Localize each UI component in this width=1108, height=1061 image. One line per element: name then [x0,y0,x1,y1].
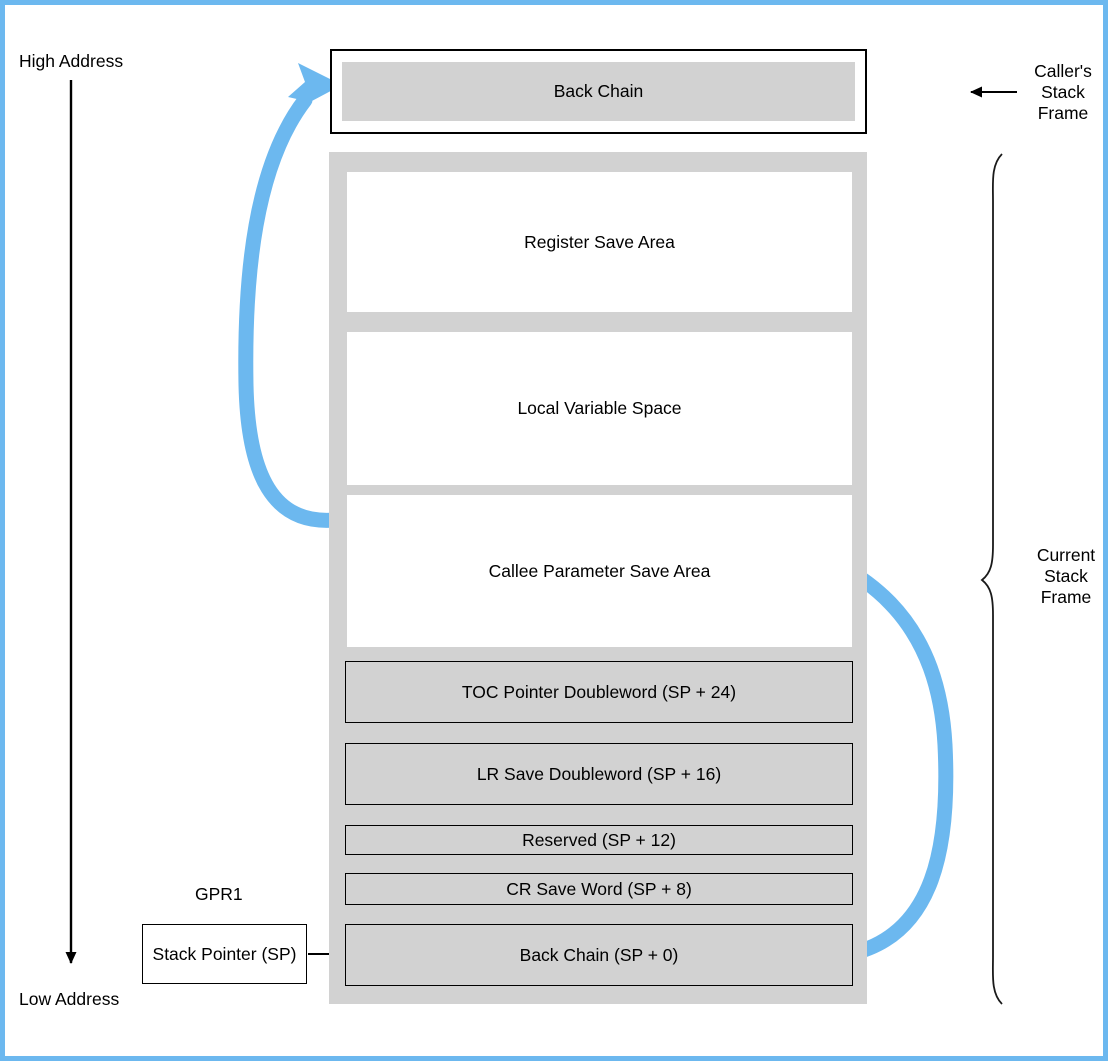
caller-back-chain-slot: Back Chain [342,62,855,121]
current-frame-brace [980,153,1003,1005]
slot-callee-parameter-save-area: Callee Parameter Save Area [347,495,852,647]
slot-reserved: Reserved (SP + 12) [345,825,853,855]
low-address-label: Low Address [19,989,120,1009]
callers-label-line-1: Caller's [1034,61,1092,81]
slot-lr-save-doubleword: LR Save Doubleword (SP + 16) [345,743,853,805]
slot-back-chain-sp0: Back Chain (SP + 0) [345,924,853,986]
slot-register-save-area: Register Save Area [347,172,852,312]
slot-cr-save-word: CR Save Word (SP + 8) [345,873,853,905]
stack-pointer-box: Stack Pointer (SP) [142,924,307,984]
slot-toc-pointer-doubleword: TOC Pointer Doubleword (SP + 24) [345,661,853,723]
current-label-line-3: Frame [1040,587,1092,607]
current-label-line-1: Current [1036,545,1096,565]
current-label-line-2: Stack [1044,566,1088,586]
gpr1-label: GPR1 [195,884,243,904]
slot-local-variable-space: Local Variable Space [347,332,852,485]
callers-label-line-3: Frame [1037,103,1089,123]
callers-label-line-2: Stack [1041,82,1085,102]
high-address-label: High Address [19,51,124,71]
